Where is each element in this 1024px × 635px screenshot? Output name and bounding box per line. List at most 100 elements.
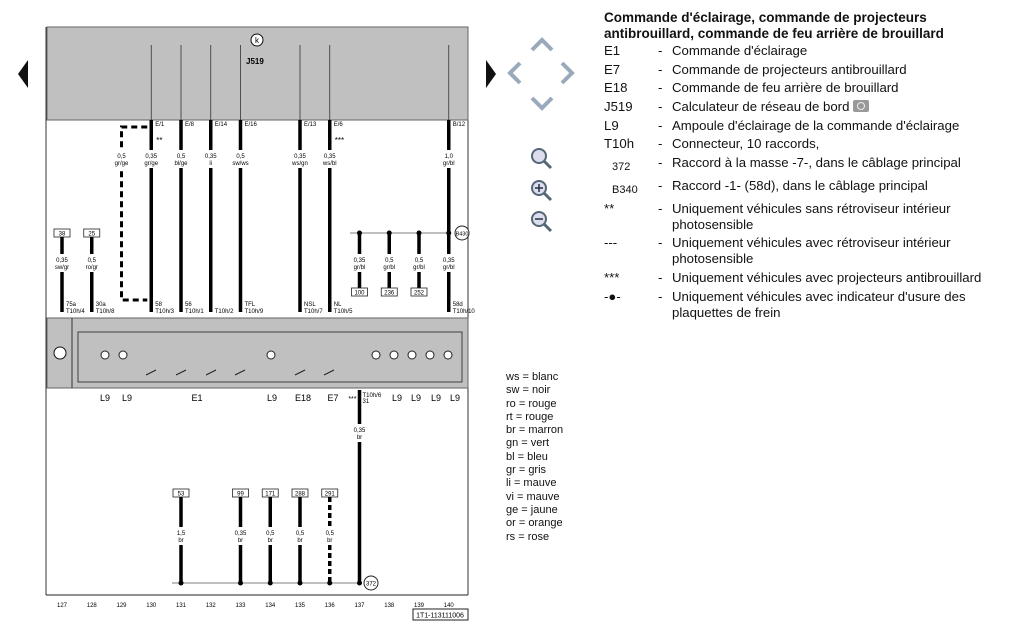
pin-label: E/6 — [334, 122, 344, 128]
wire-color: gr/bl — [413, 265, 425, 271]
legend-code: --- — [604, 235, 618, 251]
legend-text: Uniquement véhicules avec indicateur d'u… — [672, 288, 966, 320]
legend-dash: - — [658, 61, 663, 77]
terminal-label: 56 — [185, 302, 192, 308]
ref-99: 99 — [237, 492, 244, 498]
ref-38: 38 — [59, 232, 66, 238]
connector-pin: T10h/10 — [453, 309, 476, 315]
terminal-label: 31 — [363, 399, 370, 405]
pin-label: E/14 — [215, 122, 228, 128]
junction-dot — [178, 580, 184, 586]
zoom-controls — [531, 148, 553, 233]
junction-dot — [267, 580, 273, 586]
pan-controls — [507, 37, 575, 111]
ref-288: 288 — [295, 492, 306, 498]
column-number: 138 — [384, 603, 395, 609]
dashed-wire — [120, 125, 148, 302]
connector-pin: T10h/3 — [155, 309, 174, 315]
pan-up-icon[interactable] — [530, 37, 554, 52]
legend-text: Ampoule d'éclairage de la commande d'écl… — [672, 117, 960, 133]
junction-dot — [297, 580, 303, 586]
legend-text: Uniquement véhicules sans rétroviseur in… — [672, 200, 951, 232]
wire-label-bg — [290, 150, 310, 168]
junction-dot — [327, 580, 333, 586]
legend-item: T10h-Connecteur, 10 raccords, — [604, 136, 1014, 152]
lamp-icon — [425, 350, 435, 360]
wire-color: br — [268, 538, 273, 544]
legend-text: Calculateur de réseau de bord — [672, 99, 1014, 115]
ref-236-box — [380, 287, 398, 297]
control-unit-label: J519 — [246, 57, 264, 66]
ground-point-icon — [363, 575, 379, 591]
legend-item: B340-Raccord -1- (58d), dans le câblage … — [604, 178, 1014, 198]
wire-gauge: 1,5 — [177, 531, 186, 537]
wire-gauge: 0,35 — [205, 154, 217, 160]
pin-label: E/13 — [304, 122, 317, 128]
lamp-icon — [371, 350, 381, 360]
wire-gauge: 1,0 — [445, 154, 454, 160]
lamp-icon — [443, 350, 453, 360]
wire-gauge: 0,5 — [117, 154, 126, 160]
wire-color: br — [178, 538, 183, 544]
component-label: L9 — [392, 393, 402, 403]
zoom-fit-icon[interactable] — [531, 148, 553, 170]
wire-color: br — [238, 538, 243, 544]
ref-171: 171 — [265, 492, 276, 498]
option-mark: *** — [335, 136, 344, 145]
wire-gauge: 0,35 — [354, 258, 366, 264]
legend-text: Commande de feu arrière de brouillard — [672, 80, 899, 96]
switch-module[interactable] — [46, 317, 469, 389]
wire-gauge: 0,35 — [56, 258, 68, 264]
wire-label-bg — [260, 527, 281, 545]
wire-color: bl/ge — [174, 161, 188, 167]
terminal-label: TFL — [245, 302, 256, 308]
legend-item: E1-Commande d'éclairage — [604, 43, 1014, 59]
legend-item: L9-Ampoule d'éclairage de la commande d'… — [604, 118, 1014, 134]
next-page-arrow[interactable] — [486, 60, 496, 88]
color-code-item: sw = noir — [506, 384, 551, 397]
terminal-label: 58 — [155, 302, 162, 308]
connector-pin: T10h/2 — [215, 309, 234, 315]
lamp-icon — [389, 350, 399, 360]
camera-icon[interactable] — [853, 100, 870, 113]
column-number: 127 — [57, 603, 68, 609]
pan-right-icon[interactable] — [560, 61, 575, 85]
wire-gauge: 0,5 — [296, 531, 305, 537]
legend-text: Commande d'éclairage — [672, 43, 808, 58]
ground-point-label: 372 — [366, 582, 377, 588]
wire-color: gr/bl — [443, 161, 455, 167]
zoom-out-icon[interactable] — [531, 211, 553, 233]
pin-label: E/16 — [245, 122, 258, 128]
previous-page-arrow[interactable] — [18, 60, 28, 88]
switch-contact-icon — [145, 369, 157, 376]
ref-25: 25 — [88, 232, 95, 238]
component-label: L9 — [122, 393, 132, 403]
zoom-in-icon[interactable] — [531, 180, 553, 202]
legend-dash: - — [658, 177, 663, 193]
option-mark: ** — [156, 136, 162, 145]
wire-color: gr/bl — [354, 265, 366, 271]
wire-label-bg — [81, 254, 102, 272]
connector-pin: T10h/7 — [304, 309, 323, 315]
wire-gauge: 0,5 — [266, 531, 275, 537]
legend-code: J519 — [604, 99, 633, 115]
connector-pin: T10h/1 — [185, 309, 204, 315]
pan-down-icon[interactable] — [530, 96, 554, 111]
wire-gauge: 0,5 — [415, 258, 424, 264]
terminal-label: 75a — [66, 302, 77, 308]
legend-dash: - — [658, 235, 663, 251]
color-code-item: rt = rouge — [506, 410, 554, 423]
switch-contact-icon — [234, 369, 246, 376]
color-code-item: gr = gris — [506, 464, 547, 477]
connector-pin: T10h/9 — [245, 309, 264, 315]
legend-text: Uniquement véhicules avec projecteurs an… — [672, 269, 982, 285]
wire-color: sw/gr — [55, 265, 69, 271]
legend-code: L9 — [604, 117, 619, 133]
connector-pin: T10h/6 — [363, 393, 382, 399]
wire-color: ro/gr — [86, 265, 98, 271]
color-code-item: br = marron — [506, 424, 564, 437]
wire-color: gr/ge — [144, 161, 158, 167]
pan-left-icon[interactable] — [507, 61, 522, 85]
